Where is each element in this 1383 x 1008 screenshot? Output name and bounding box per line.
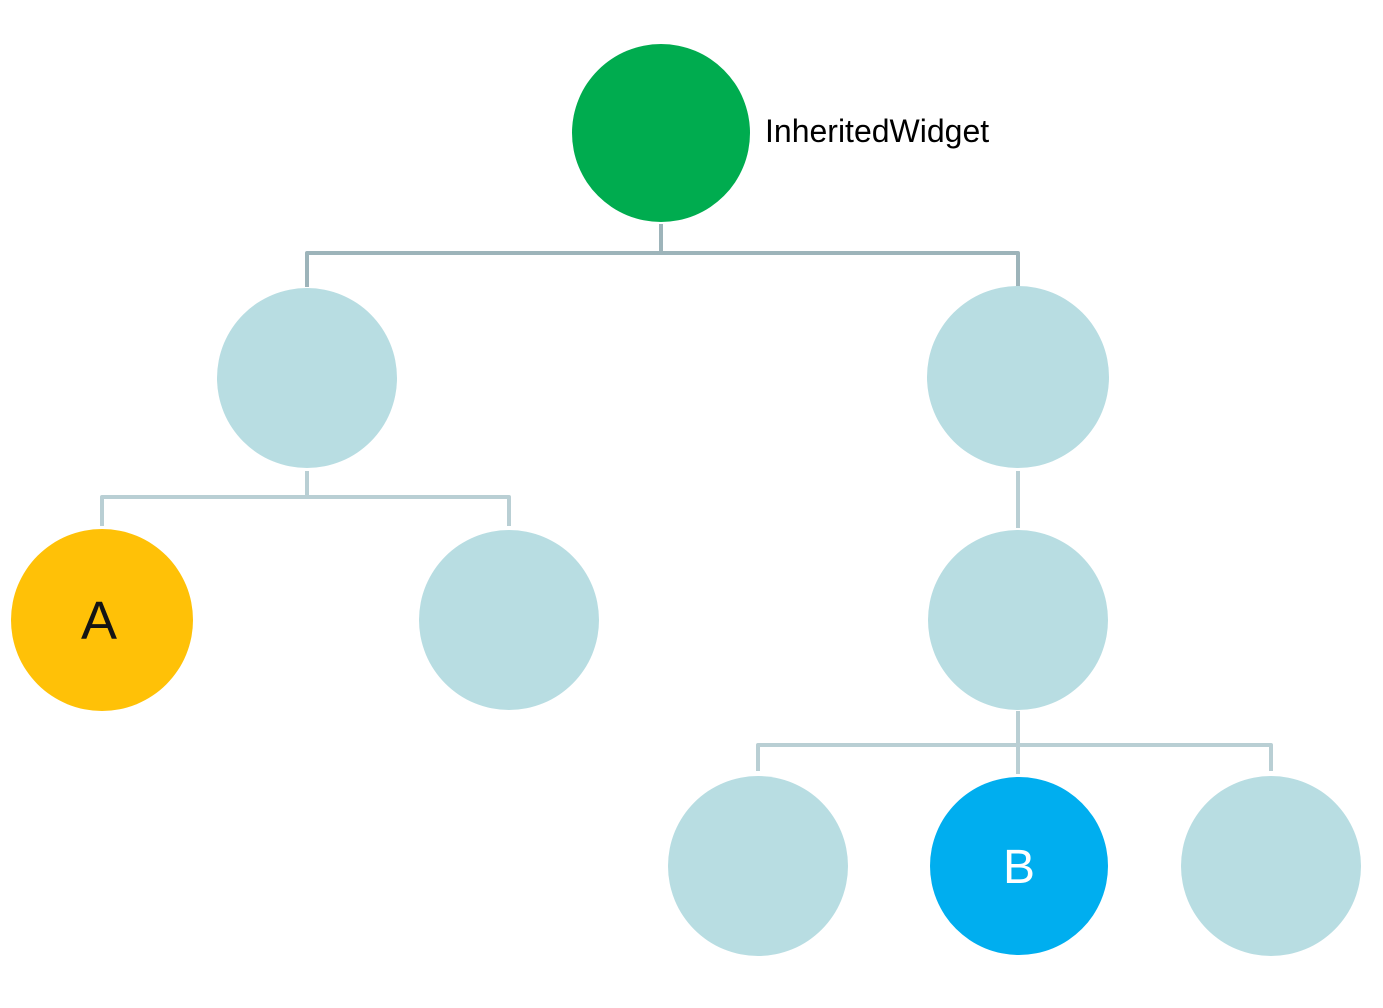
- connector-left-subtree: [100, 471, 511, 526]
- node-level3-right: [1181, 776, 1361, 956]
- connector-root-to-level1: [305, 224, 1020, 287]
- node-level1-left: [217, 288, 397, 468]
- node-level2-mid: [419, 530, 599, 710]
- node-level3-left: [668, 776, 848, 956]
- node-b-label: B: [1003, 841, 1035, 894]
- node-root-inheritedwidget: [572, 44, 750, 222]
- node-a: [11, 529, 193, 711]
- node-a-label: A: [81, 591, 117, 651]
- root-node-caption: InheritedWidget: [765, 113, 989, 149]
- node-level1-right: [927, 286, 1109, 468]
- node-level2-right: [928, 530, 1108, 710]
- node-b: [930, 777, 1108, 955]
- connector-bottom-subtree: [756, 711, 1273, 774]
